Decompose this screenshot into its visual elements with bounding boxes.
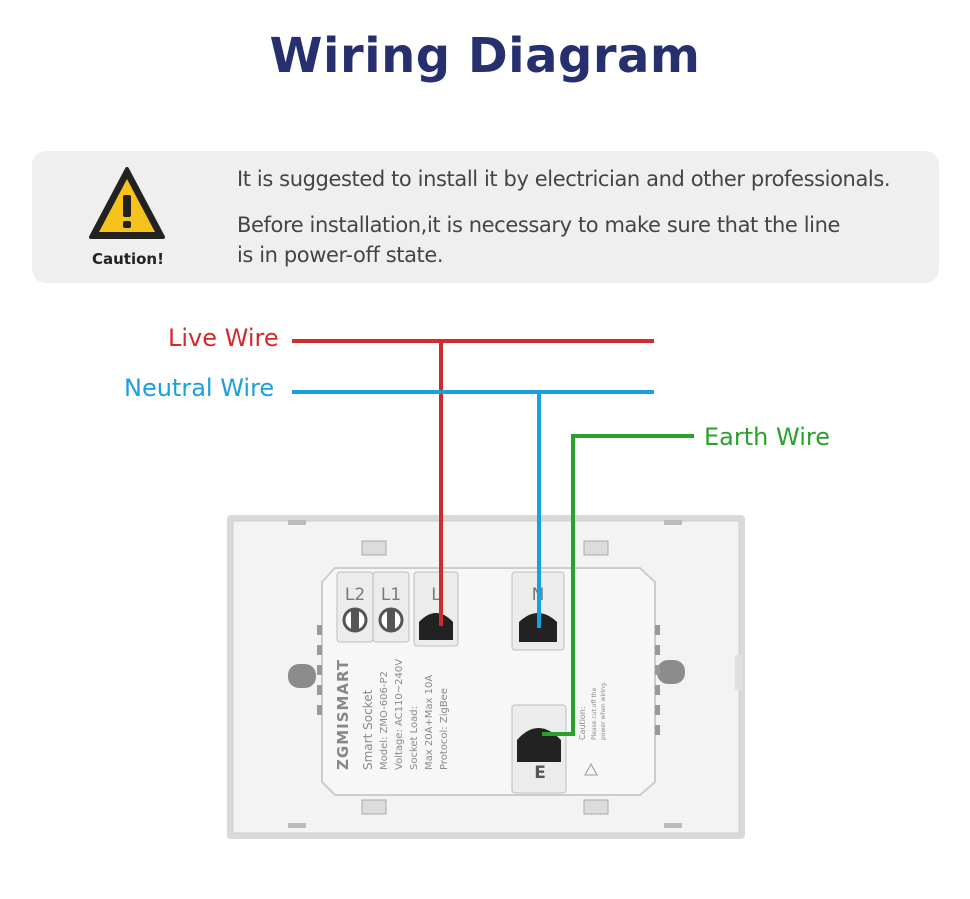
terminal-l2-label: L2: [345, 585, 365, 605]
earth-wire-label: Earth Wire: [704, 423, 830, 451]
live-wire: [292, 339, 654, 626]
terminal-l-label: L: [431, 585, 441, 605]
earth-wire: [542, 434, 694, 736]
live-wire-label: Live Wire: [168, 324, 279, 352]
caution-line-3: is in power-off state.: [237, 243, 444, 267]
module-warning: Caution: Please cut off the power when w…: [578, 681, 607, 740]
caution-line-1: It is suggested to install it by electri…: [237, 167, 891, 191]
spec-line-5: Max 20A+Max 10A: [424, 675, 435, 770]
mounting-hole-right: [657, 660, 685, 684]
terminal-l: L: [413, 571, 459, 647]
neutral-wire: [292, 390, 654, 628]
spec-line-4: Socket Load:: [409, 706, 420, 770]
spec-line-6: Protocol: ZigBee: [439, 688, 450, 770]
neutral-wire-label: Neutral Wire: [124, 374, 275, 402]
spec-line-3: Voltage: AC110~240V: [394, 659, 405, 770]
spec-line-2: Model: ZMO-606-P2: [379, 671, 390, 770]
terminal-e-label: E: [534, 763, 546, 783]
warning-icon: [89, 167, 165, 239]
page-title: Wiring Diagram: [269, 28, 701, 84]
module-warning-3: power when wiring.: [600, 681, 607, 740]
brand-logo: ZGMISMART: [334, 659, 352, 770]
module-warning-icon: [584, 762, 598, 776]
product-label: ZGMISMART: [334, 659, 352, 770]
terminal-e: E: [511, 704, 567, 794]
module-warning-1: Caution:: [578, 706, 587, 740]
caution-line-2: Before installation,it is necessary to m…: [237, 213, 841, 237]
mounting-hole-left: [288, 664, 316, 688]
terminal-l1: L1: [372, 571, 410, 643]
terminal-l1-label: L1: [381, 585, 401, 605]
module-warning-2: Please cut off the: [591, 687, 598, 740]
spec-lines: Smart Socket Model: ZMO-606-P2 Voltage: …: [361, 659, 450, 770]
terminal-l2: L2: [336, 571, 374, 643]
caution-label: Caution!: [92, 250, 164, 268]
spec-line-1: Smart Socket: [361, 689, 375, 770]
caution-panel: Caution! It is suggested to install it b…: [32, 151, 939, 283]
